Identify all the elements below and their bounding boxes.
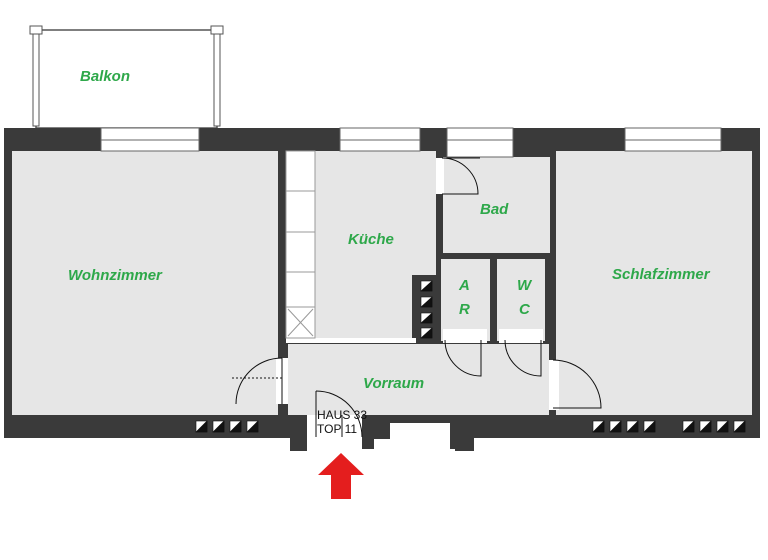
room-label-ar-a: A <box>458 277 470 294</box>
room-label-schlafzimmer: Schlafzimmer <box>612 266 711 283</box>
room-label-wohnzimmer: Wohnzimmer <box>68 267 163 284</box>
room-floors <box>12 151 752 439</box>
shaft-vents <box>420 280 433 339</box>
room-label-wc-c: C <box>519 301 531 318</box>
windows <box>100 127 722 158</box>
entrance-label-top: TOP 11 <box>317 422 357 436</box>
kitchen-counter <box>285 150 316 339</box>
room-label-kueche: Küche <box>348 231 394 248</box>
entrance-wall <box>290 415 474 451</box>
wall-skins <box>0 128 768 560</box>
room-label-wc-w: W <box>517 277 533 294</box>
doors <box>232 157 602 438</box>
room-label-ar-r: R <box>459 301 470 318</box>
entrance-label-haus: HAUS 33 <box>317 408 367 422</box>
room-label-vorraum: Vorraum <box>363 375 424 392</box>
room-label-balkon: Balkon <box>80 68 130 85</box>
entrance-arrow-icon <box>318 453 364 499</box>
balcony <box>29 25 224 129</box>
room-label-bad: Bad <box>480 201 509 218</box>
radiators <box>195 420 746 433</box>
